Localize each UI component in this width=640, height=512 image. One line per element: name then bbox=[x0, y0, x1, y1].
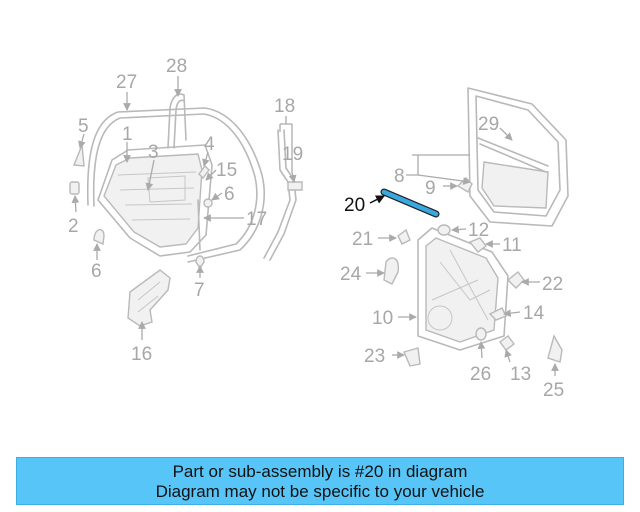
part-23-bracket bbox=[403, 347, 421, 367]
part-16-bracket bbox=[127, 269, 171, 327]
leader-lines bbox=[71, 76, 559, 376]
part-26-grommet bbox=[475, 327, 487, 341]
callout-8: 8 bbox=[394, 166, 405, 187]
callout-15: 15 bbox=[216, 160, 237, 181]
callout-27: 27 bbox=[116, 72, 137, 93]
callout-6b: 6 bbox=[91, 261, 102, 282]
callout-9: 9 bbox=[425, 178, 436, 199]
callout-6a: 6 bbox=[224, 184, 235, 205]
part-7-grommet bbox=[195, 255, 205, 270]
part-6-cap bbox=[93, 229, 105, 246]
part-13-clip bbox=[499, 335, 515, 351]
callout-10: 10 bbox=[372, 308, 393, 329]
part-21-bracket bbox=[397, 228, 411, 245]
callout-2: 2 bbox=[68, 216, 79, 237]
part-4-clip bbox=[198, 164, 210, 180]
callout-22: 22 bbox=[542, 274, 563, 295]
callout-29: 29 bbox=[478, 114, 499, 135]
callout-26: 26 bbox=[470, 364, 491, 385]
callout-17: 17 bbox=[246, 209, 267, 230]
part-20-highlighted[interactable] bbox=[380, 188, 440, 218]
callout-19: 19 bbox=[282, 144, 303, 165]
part-24-pad bbox=[383, 257, 400, 285]
callout-16: 16 bbox=[131, 344, 152, 365]
callout-labels: 1 2 3 4 5 6 6 7 8 9 10 11 12 13 14 15 16… bbox=[68, 56, 564, 401]
part-18-harness bbox=[263, 129, 291, 259]
part-22-clip bbox=[506, 271, 525, 289]
banner-line-part: Part or sub-assembly is #20 in diagram bbox=[172, 462, 468, 481]
callout-18: 18 bbox=[274, 96, 295, 117]
door-shell-group bbox=[86, 93, 265, 263]
part-2-plug bbox=[69, 181, 80, 195]
callout-11: 11 bbox=[502, 235, 522, 256]
small-parts-left bbox=[69, 129, 303, 327]
banner-line-disclaimer: Diagram may not be specific to your vehi… bbox=[155, 482, 485, 501]
callout-28: 28 bbox=[166, 56, 187, 77]
info-banner: Part or sub-assembly is #20 in diagram D… bbox=[16, 457, 624, 505]
door-assembly-right bbox=[383, 87, 569, 367]
callout-13: 13 bbox=[510, 364, 531, 385]
callout-14: 14 bbox=[523, 303, 545, 324]
part-19-clip bbox=[287, 181, 303, 191]
callout-23: 23 bbox=[364, 346, 385, 367]
part-12-plug bbox=[437, 224, 451, 236]
callout-20: 20 bbox=[344, 195, 365, 216]
callout-7: 7 bbox=[194, 280, 205, 301]
part-25-cover bbox=[547, 334, 563, 363]
callout-3: 3 bbox=[148, 142, 159, 163]
callout-21: 21 bbox=[352, 229, 373, 250]
parts-diagram: 1 2 3 4 5 6 6 7 8 9 10 11 12 13 14 15 16… bbox=[68, 56, 569, 401]
part-5-trim bbox=[73, 144, 85, 167]
callout-25: 25 bbox=[543, 380, 564, 401]
part-6-clip bbox=[203, 198, 213, 208]
callout-24: 24 bbox=[340, 264, 362, 285]
callout-4: 4 bbox=[204, 134, 215, 155]
callout-12: 12 bbox=[468, 220, 489, 241]
callout-1: 1 bbox=[122, 124, 133, 145]
callout-5: 5 bbox=[78, 116, 89, 137]
